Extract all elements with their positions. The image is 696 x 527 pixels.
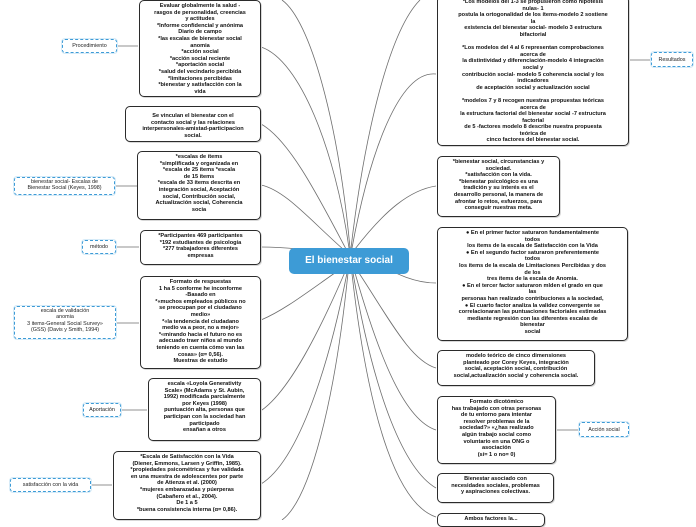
label-satisfaccion[interactable]: satisfacción con la vida [10,478,91,492]
branch-link-circunstancias [354,185,437,250]
label-metodo[interactable]: método [82,240,116,254]
node-procedimiento[interactable]: Evaluar globalmente la salud - rasgos de… [139,0,261,97]
node-factores[interactable]: ● En el primer factor saturaron fundamen… [437,227,628,341]
node-modelo-teorico[interactable]: modelo teórico de cinco dimensiones plan… [437,350,595,386]
label-procedimiento[interactable]: Procedimiento [62,39,117,53]
branch-link-necesidades [352,272,437,489]
label-resultados[interactable]: Resultados [651,52,693,67]
node-escalas[interactable]: *escalas de ítems *simplificada y organi… [137,151,261,220]
node-satisfaccion[interactable]: *Escala de Satisfacción con la Vida (Die… [113,451,261,520]
branch-link-top-right [350,0,421,249]
node-bottom-right[interactable]: Ambos factores la... [437,513,545,527]
branch-link-top [281,0,351,249]
node-resultados[interactable]: *Los modelos del 1-3 se propusieron como… [437,0,629,146]
node-circunstancias[interactable]: *bienestar social, circunstancias y soci… [437,156,560,217]
branch-link-resultados [351,73,437,249]
node-aportacion[interactable]: escala «Loyola Generativity Scale» (McAd… [148,378,261,441]
branch-link-satisfaccion [260,272,348,485]
branch-link-respuestas [260,267,343,321]
branch-link-procedimiento [260,46,350,249]
central-topic[interactable]: El bienestar social [289,248,409,274]
branch-link-escalas [260,184,345,251]
node-respuestas[interactable]: Formato de respuestas 1 ha 5 conforme he… [140,276,261,369]
branch-link-aportacion [261,271,346,411]
label-escalas[interactable]: bienestar social- Escalas de Bienestar S… [14,177,115,195]
node-formato-dicotomico[interactable]: Formato dicotómico has trabajado con otr… [437,396,556,464]
branch-link-bottom-left [281,272,349,520]
branch-link-dicotomico [354,272,437,431]
branch-link-bottom-right [351,273,437,518]
label-accion-social[interactable]: Acción social [579,422,629,437]
node-metodo[interactable]: *Participantes 469 participantes *192 es… [140,230,261,265]
branch-link-vinculan [260,123,347,250]
label-anomia[interactable]: escala de validación anomia 3 items-Gene… [14,306,116,339]
label-aportacion[interactable]: Aportación [83,403,121,417]
node-vinculan[interactable]: Se vinculan el bienestar con el contacto… [125,106,261,142]
node-necesidades[interactable]: Bienestar asociado con necesidades socia… [437,473,554,503]
branch-link-modelo [356,269,437,369]
